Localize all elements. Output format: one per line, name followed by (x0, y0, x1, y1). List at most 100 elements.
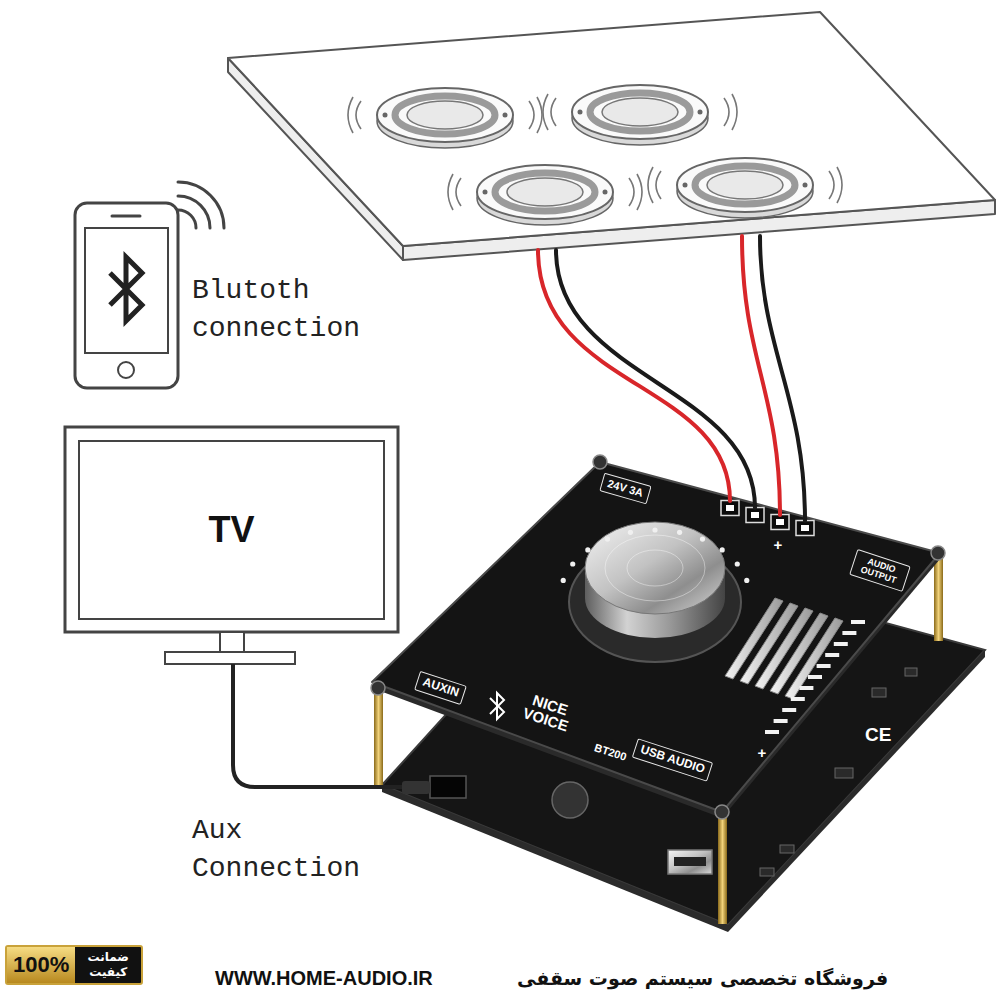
speaker-cone (507, 178, 583, 206)
sound-wave (529, 101, 534, 129)
led-dot (585, 547, 590, 552)
shop-name: فروشگاه تخصصی سیستم صوت سقفی (517, 967, 888, 989)
box-subtext: ضمانت کیفیت (75, 947, 141, 983)
sound-wave (356, 101, 361, 129)
speaker-rim (377, 88, 513, 142)
ceiling-panel (228, 12, 995, 246)
speaker-cone (707, 171, 783, 199)
speaker-ring (395, 96, 495, 134)
knob-groove (605, 535, 705, 601)
sound-wave (629, 178, 634, 206)
level-segment (851, 620, 865, 624)
chip (872, 688, 886, 697)
screw-hole (803, 183, 808, 188)
box-text: 100% (7, 947, 75, 983)
ce-mark: CE (865, 724, 891, 746)
sound-wave (656, 171, 661, 199)
terminal-slot (751, 512, 759, 518)
speaker-rim (677, 158, 813, 212)
sound-wave (456, 178, 461, 206)
screw-hole (698, 110, 703, 115)
sound-wave (837, 167, 842, 203)
aux-jack (430, 776, 466, 798)
level-segment (791, 697, 805, 701)
phone-body (75, 203, 178, 388)
speaker-rim (572, 85, 708, 139)
knob-top (585, 522, 725, 614)
screw-hole (503, 113, 508, 118)
tv-screen: TV (78, 440, 385, 620)
wireless-wave (178, 196, 210, 228)
level-segment (834, 642, 848, 646)
bluetooth-mark (490, 693, 504, 719)
led-dot (677, 530, 682, 535)
chip (760, 868, 774, 876)
level-segment (765, 730, 779, 734)
led-dot (628, 530, 633, 535)
screw-hole (603, 190, 608, 195)
speaker-wire (556, 250, 755, 508)
chip (835, 768, 853, 778)
chip (780, 845, 794, 853)
level-segment (817, 664, 831, 668)
standoff (934, 553, 943, 641)
capacitor (552, 782, 588, 818)
aux-plug (402, 781, 430, 794)
screw-cap (371, 681, 385, 695)
screw-hole (578, 110, 583, 115)
level-segment (808, 675, 822, 679)
wireless-wave (178, 210, 196, 228)
speaker-ring (495, 173, 595, 211)
sound-wave (724, 98, 729, 126)
speaker-wire (538, 250, 730, 501)
tv-neck (220, 632, 244, 653)
wireless-wave (178, 182, 224, 228)
level-mark: + (758, 744, 767, 761)
level-segment (825, 653, 839, 657)
standoff (718, 812, 727, 924)
level-segment (774, 719, 788, 723)
connection-label: Blutoth connection (192, 272, 372, 348)
terminal-slot (776, 519, 784, 525)
phone-screen (85, 228, 168, 353)
bluetooth-symbol (110, 257, 142, 321)
connection-label: Aux Connection (192, 812, 372, 888)
sound-wave (637, 174, 642, 210)
sound-wave (348, 97, 353, 133)
led-dot (605, 537, 610, 542)
speaker-cone (602, 98, 678, 126)
level-segment (799, 686, 813, 690)
heatsink-fin (785, 618, 843, 699)
sound-wave (551, 98, 556, 126)
screw-hole (383, 113, 388, 118)
speaker-rim (477, 165, 613, 219)
sound-wave (543, 94, 548, 130)
led-dot (700, 537, 705, 542)
led-dot (652, 527, 657, 532)
led-dot (735, 561, 740, 566)
level-segment (842, 631, 856, 635)
screw-hole (683, 183, 688, 188)
speaker-wire (760, 236, 805, 521)
screw-cap (715, 805, 729, 819)
tv-frame (65, 427, 398, 632)
sound-wave (732, 94, 737, 130)
screw-cap (931, 546, 945, 560)
led-dot (744, 578, 749, 583)
led-dot (570, 561, 575, 566)
usb-port (668, 850, 712, 874)
terminal-slot (801, 525, 809, 531)
sound-wave (448, 174, 453, 210)
standoff (374, 688, 383, 788)
aux-cable (233, 664, 402, 787)
speaker-ring (590, 93, 690, 131)
sound-wave (648, 167, 653, 203)
speaker-ring (695, 166, 795, 204)
usb-slot (674, 857, 706, 866)
top-board (372, 462, 940, 812)
level-segment (782, 708, 796, 712)
phone-button (118, 362, 134, 378)
led-dot (720, 547, 725, 552)
led-dot (561, 578, 566, 583)
